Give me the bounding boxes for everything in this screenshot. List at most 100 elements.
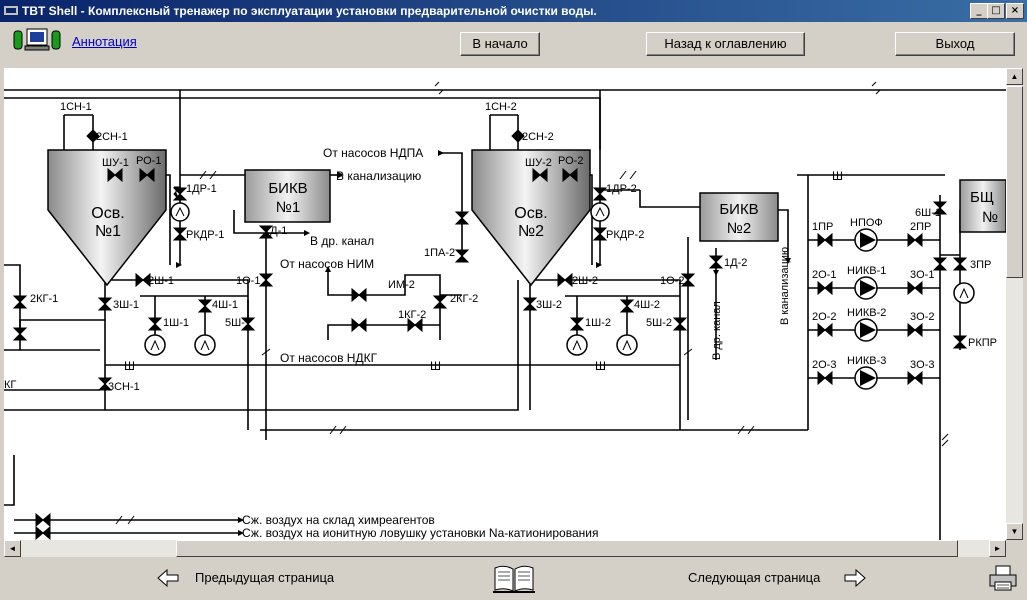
- valve-label: 2СН-1: [96, 131, 128, 143]
- tbt-logo-icon: [13, 28, 61, 51]
- valve-label: 3О-3: [910, 359, 934, 371]
- valve-label: 5Ш-2: [646, 317, 672, 329]
- bikv2-tank[interactable]: [699, 192, 779, 242]
- back-to-contents-button[interactable]: Назад к оглавлению: [646, 32, 805, 56]
- scroll-right-icon[interactable]: ►: [989, 540, 1006, 557]
- valve-label: 3Ш-2: [536, 299, 562, 311]
- valve-label: РКПР: [968, 337, 997, 349]
- valve-label: 3СН-1: [108, 381, 140, 393]
- valve-label: 5Ш-1: [225, 317, 251, 329]
- pump-nikv3[interactable]: [854, 366, 878, 390]
- pump-nikv2[interactable]: [854, 318, 878, 342]
- valve-label: 1ПР: [812, 221, 833, 233]
- exit-button[interactable]: Выход: [895, 32, 1015, 56]
- valve-label: 2КГ-2: [450, 293, 478, 305]
- pump-label: НИКВ-1: [847, 265, 886, 277]
- pump-label: НПОФ: [850, 217, 883, 229]
- horizontal-scroll-thumb[interactable]: [176, 540, 958, 557]
- process-flow-diagram: Осв. №1 Осв. №2 БИКВ №1 БИКВ №2 БЩ №: [4, 81, 1006, 540]
- valve-label: 1ПА-2: [424, 247, 455, 259]
- valve-label: КГ: [4, 379, 16, 391]
- bsh-tank[interactable]: [959, 179, 1006, 233]
- valve-label: 3О-2: [910, 311, 934, 323]
- start-button[interactable]: В начало: [460, 32, 540, 56]
- valve-label: 2СН-2: [522, 131, 554, 143]
- bikv2-num: №2: [727, 220, 751, 237]
- valve-label: ШУ-2: [525, 157, 552, 169]
- valve-label: 1Д-2: [724, 257, 747, 269]
- valve-label: 1КГ-2: [398, 309, 426, 321]
- clarifier2-name: Осв.: [514, 205, 547, 222]
- valve-label: РО-2: [558, 155, 583, 167]
- line-label: Ш: [832, 169, 843, 183]
- valve-label: 2О-1: [812, 269, 836, 281]
- valve-label: 1СН-1: [60, 101, 92, 113]
- to-sewer-note: В канализацию: [336, 169, 421, 183]
- close-button[interactable]: ×: [1006, 3, 1024, 19]
- footer-nav: Предыдущая страница Следующая страница: [0, 558, 1027, 600]
- scroll-up-icon[interactable]: ▲: [1006, 68, 1023, 85]
- valve-label: 2Ш-2: [572, 275, 598, 287]
- vertical-scrollbar[interactable]: ▲ ▼: [1006, 68, 1023, 540]
- previous-page-link[interactable]: Предыдущая страница: [195, 570, 335, 585]
- valve-label: 4Ш-1: [212, 299, 238, 311]
- from-ndkg-note: От насосов НДКГ: [280, 351, 378, 365]
- clarifier1-name: Осв.: [91, 205, 124, 222]
- scroll-left-icon[interactable]: ◄: [4, 540, 21, 557]
- valve-label: 1Д-1: [264, 225, 287, 237]
- to-drain-note: В др. канал: [310, 234, 374, 248]
- from-nim-note: От насосов НИМ: [280, 257, 374, 271]
- book-icon[interactable]: [492, 562, 536, 594]
- bikv1-tank[interactable]: [244, 169, 331, 223]
- valve-label: 3ПР: [970, 259, 991, 271]
- line-label: Ш: [430, 359, 441, 373]
- toolbar: Аннотация В начало Назад к оглавлению Вы…: [0, 22, 1027, 68]
- valve-label: 1ДР-2: [606, 183, 637, 195]
- window-title: TBT Shell - Комплексный тренажер по эксп…: [22, 4, 597, 18]
- clarifier2-num: №2: [518, 223, 544, 240]
- pump-label: НИКВ-3: [847, 355, 886, 367]
- pump-npof[interactable]: [854, 228, 878, 252]
- clarifier1-num: №1: [95, 223, 121, 240]
- minimize-button[interactable]: _: [970, 3, 988, 19]
- valve-label: 4Ш-2: [634, 299, 660, 311]
- valve-label: 1СН-2: [485, 101, 517, 113]
- arrow-left-icon[interactable]: [156, 568, 180, 588]
- pump-nikv1[interactable]: [854, 276, 878, 300]
- valve-label: 1Ш-2: [585, 317, 611, 329]
- pump-label: НИКВ-2: [847, 307, 886, 319]
- valve-label: 1Ш-1: [163, 317, 189, 329]
- valve-label: ИМ-2: [388, 279, 415, 291]
- process-diagram-canvas: Осв. №1 Осв. №2 БИКВ №1 БИКВ №2 БЩ №: [4, 68, 1006, 540]
- scroll-down-icon[interactable]: ▼: [1006, 523, 1023, 540]
- printer-icon[interactable]: [988, 564, 1018, 592]
- valve-label: РКДР-2: [606, 229, 644, 241]
- vertical-scroll-thumb[interactable]: [1006, 86, 1023, 278]
- line-label: Ш: [595, 359, 606, 373]
- valve-label: 3Ш-1: [113, 299, 139, 311]
- horizontal-scrollbar[interactable]: ◄ ►: [4, 540, 1006, 557]
- valve-label: 2О-2: [812, 311, 836, 323]
- line-label: Ш: [124, 359, 135, 373]
- valve-label: 1ДР-1: [186, 183, 217, 195]
- bikv2-name: БИКВ: [719, 201, 758, 218]
- annotation-link[interactable]: Аннотация: [72, 34, 137, 49]
- valve-label: РКДР-1: [186, 229, 224, 241]
- bikv1-name: БИКВ: [268, 180, 307, 197]
- valve-label: 2КГ-1: [30, 293, 58, 305]
- valve-label: 1О-2: [660, 275, 684, 287]
- maximize-button[interactable]: □: [987, 3, 1005, 19]
- valve-label: 2О-3: [812, 359, 836, 371]
- bsh-name: БЩ: [970, 189, 994, 206]
- bikv1-num: №1: [276, 199, 300, 216]
- from-ndpa-note: От насосов НДПА: [323, 146, 423, 160]
- bsh-num: №: [982, 209, 998, 226]
- arrow-right-icon[interactable]: [843, 568, 867, 588]
- to-drain2-note: В др. канал: [711, 301, 723, 360]
- title-bar: TBT Shell - Комплексный тренажер по эксп…: [0, 0, 1027, 22]
- air-line-note: Сж. воздух на склад химреагентов: [242, 513, 435, 527]
- valve-label: 1О-1: [236, 275, 260, 287]
- valve-label: 6Ш-1: [915, 207, 941, 219]
- to-sewer2-note: В канализацию: [779, 247, 791, 325]
- next-page-link[interactable]: Следующая страница: [688, 570, 821, 585]
